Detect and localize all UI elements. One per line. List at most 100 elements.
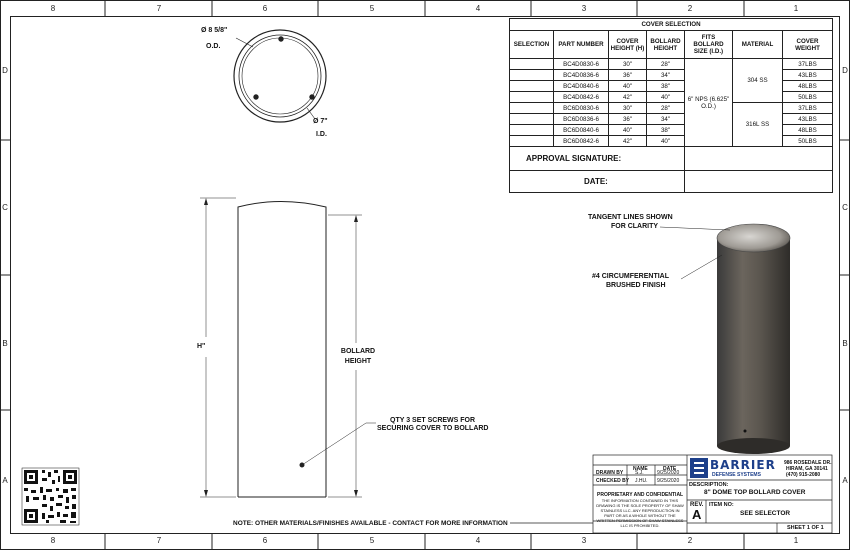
- qr-code: [21, 467, 80, 526]
- selection-cell[interactable]: [509, 124, 554, 136]
- approval-signature-label: APPROVAL SIGNATURE:: [509, 146, 685, 171]
- cover-weight: 37LBS: [781, 102, 834, 114]
- h-dimension-label: H": [197, 343, 206, 350]
- drawn-by-name: S.J.: [635, 470, 644, 476]
- cover-weight: 48LBS: [781, 124, 834, 136]
- name-header: NAME: [633, 466, 648, 472]
- column-header: BOLLARD HEIGHT: [646, 30, 685, 59]
- part-number: BC4D0842-6: [553, 91, 609, 103]
- selection-cell[interactable]: [509, 91, 554, 103]
- table-row: BC4D0836-6 36" 34" 43LBS: [509, 69, 834, 81]
- cover-height: 42": [608, 91, 647, 103]
- tangent-note: TANGENT LINES SHOWN: [588, 214, 673, 221]
- drawn-by-label: DRAWN BY: [596, 470, 624, 476]
- column-header: COVER WEIGHT: [781, 30, 834, 59]
- part-number: BC6D0840-6: [553, 124, 609, 136]
- checked-by-label: CHECKED BY: [596, 478, 630, 484]
- selection-cell[interactable]: [509, 69, 554, 81]
- zone-col-label: 7: [156, 536, 162, 545]
- table-row: BC6D0840-6 40" 38" 48LBS: [509, 124, 834, 136]
- column-header: SELECTION: [509, 30, 554, 59]
- cover-weight: 50LBS: [781, 91, 834, 103]
- cover-height: 36": [608, 69, 647, 81]
- zone-row-label: B: [2, 339, 8, 348]
- selection-cell[interactable]: [509, 113, 554, 125]
- zone-col-label: 2: [687, 536, 693, 545]
- part-number: BC4D0840-6: [553, 80, 609, 92]
- part-number: BC4D0836-6: [553, 69, 609, 81]
- part-number: BC6D0830-6: [553, 102, 609, 114]
- bollard-height-label: BOLLARD: [340, 348, 376, 355]
- finish-note-2: BRUSHED FINISH: [606, 282, 666, 289]
- cover-height: 30": [608, 58, 647, 70]
- table-title: COVER SELECTION: [508, 18, 834, 31]
- description-value: 8" DOME TOP BOLLARD COVER: [704, 489, 806, 496]
- bollard-height: 40": [646, 91, 685, 103]
- zone-col-label: 2: [687, 4, 693, 13]
- proprietary-title: PROPRIETARY AND CONFIDENTIAL: [597, 492, 684, 498]
- company-name: BARRIER: [710, 458, 776, 472]
- cover-height: 36": [608, 113, 647, 125]
- bollard-height: 34": [646, 113, 685, 125]
- zone-col-label: 1: [793, 4, 799, 13]
- item-no-value: SEE SELECTOR: [740, 510, 791, 517]
- bollard-height: 38": [646, 80, 685, 92]
- od-label: O.D.: [206, 43, 221, 50]
- approval-signature-field[interactable]: [683, 146, 834, 171]
- zone-col-label: 3: [581, 536, 587, 545]
- proprietary-text: THE INFORMATION CONTAINED IN THIS DRAWIN…: [596, 498, 684, 528]
- cover-weight: 43LBS: [781, 69, 834, 81]
- zone-col-label: 7: [156, 4, 162, 13]
- id-label: I.D.: [316, 131, 327, 138]
- selection-cell[interactable]: [509, 58, 554, 70]
- finish-note: #4 CIRCUMFERENTIAL: [592, 273, 670, 280]
- set-screw-note-2: SECURING COVER TO BOLLARD: [377, 425, 489, 432]
- description-label: DESCRIPTION:: [689, 482, 729, 488]
- part-number: BC6D0842-6: [553, 135, 609, 147]
- zone-row-label: A: [2, 476, 8, 485]
- checked-by-name: J.HU.: [635, 478, 648, 484]
- zone-col-label: 4: [475, 4, 481, 13]
- table-row: BC4D0840-6 40" 38" 48LBS: [509, 80, 834, 92]
- checked-by-date: 9/25/2020: [657, 478, 680, 484]
- table-row: BC6D0842-6 42" 40" 50LBS: [509, 135, 834, 147]
- selection-cell[interactable]: [509, 135, 554, 147]
- material: 304 SS: [732, 58, 783, 103]
- cover-height: 40": [608, 80, 647, 92]
- address-line: HIRAM, GA 30141: [786, 466, 828, 472]
- zone-col-label: 3: [581, 4, 587, 13]
- cover-weight: 48LBS: [781, 80, 834, 92]
- id-dimension: Ø 7": [313, 118, 328, 125]
- cover-weight: 50LBS: [781, 135, 834, 147]
- date-field[interactable]: [683, 170, 834, 193]
- part-number: BC6D0836-6: [553, 113, 609, 125]
- material: 316L SS: [732, 102, 783, 147]
- zone-row-label: A: [842, 476, 848, 485]
- bollard-height: 38": [646, 124, 685, 136]
- table-row: BC4D0842-6 42" 40" 50LBS: [509, 91, 834, 103]
- rev-value: A: [692, 507, 702, 522]
- zone-row-label: C: [2, 203, 8, 212]
- cover-height: 42": [608, 135, 647, 147]
- selection-cell[interactable]: [509, 80, 554, 92]
- zone-row-label: B: [842, 339, 848, 348]
- zone-col-label: 8: [50, 4, 56, 13]
- cover-height: 30": [608, 102, 647, 114]
- od-dimension: Ø 8 5/8": [201, 27, 228, 34]
- bollard-height: 28": [646, 58, 685, 70]
- zone-col-label: 5: [369, 4, 375, 13]
- top-view: [233, 29, 327, 123]
- item-no-label: ITEM NO:: [709, 502, 734, 508]
- bollard-height-label-2: HEIGHT: [344, 358, 372, 365]
- rev-label: REV.: [690, 502, 704, 508]
- selection-cell[interactable]: [509, 102, 554, 114]
- phone-number: (470) 915-2080: [786, 472, 821, 478]
- fits-size: 6" NPS (6.625" O.D.): [684, 58, 733, 147]
- cover-weight: 37LBS: [781, 58, 834, 70]
- cover-selection-table: COVER SELECTION SELECTION PART NUMBER CO…: [508, 18, 834, 193]
- column-header: COVER HEIGHT (H): [608, 30, 647, 59]
- drawn-by-date: 9/25/2020: [657, 470, 680, 476]
- table-row: BC4D0830-6 30" 28" 6" NPS (6.625" O.D.) …: [509, 58, 834, 147]
- zone-col-label: 1: [793, 536, 799, 545]
